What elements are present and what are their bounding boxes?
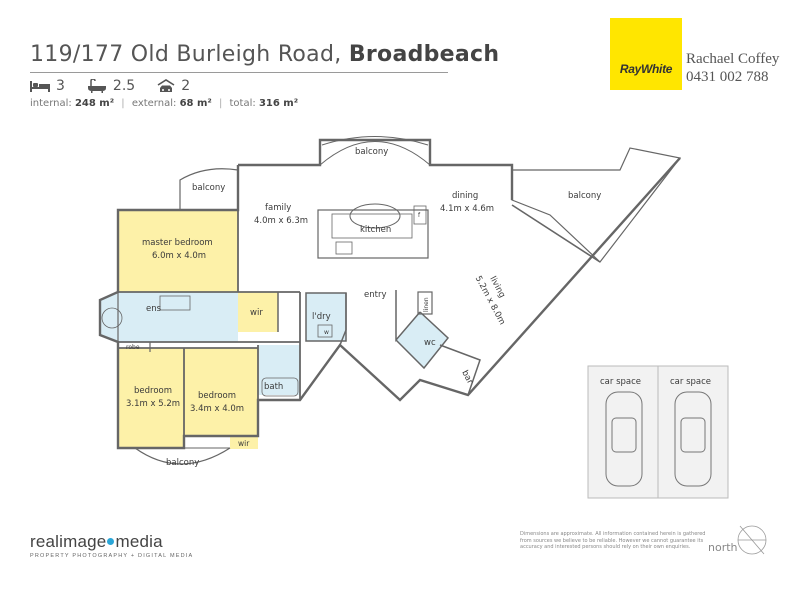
external-value: 68 m² xyxy=(179,98,212,109)
balcony-bottom-label: balcony xyxy=(166,458,199,468)
bar-wall xyxy=(439,344,481,396)
bathrooms-spec: 2.5 xyxy=(87,78,135,94)
ensuite-label: ens xyxy=(146,304,162,314)
property-specs: 3 2.5 2 xyxy=(30,78,190,94)
wc-wall xyxy=(395,311,450,370)
bath-area xyxy=(258,345,300,395)
balcony-top-label: balcony xyxy=(355,147,388,157)
logo-word-media: media xyxy=(115,532,163,551)
balcony-top-rail xyxy=(321,136,429,146)
dining-label: dining xyxy=(452,191,478,201)
agent-name: Rachael Coffey xyxy=(686,51,780,67)
property-address: 119/177 Old Burleigh Road, Broadbeach xyxy=(30,42,499,67)
bedroom3-area xyxy=(184,348,258,436)
north-compass-icon xyxy=(737,525,767,555)
entry-wall xyxy=(339,293,347,346)
wc-area xyxy=(396,312,448,368)
kitchen-label: kitchen xyxy=(360,225,391,235)
family-label: family xyxy=(265,203,291,213)
internal-value: 248 m² xyxy=(74,98,115,109)
area-separator: | xyxy=(121,98,125,109)
realimage-media-logo: realimage media PROPERTY PHOTOGRAPHY + DI… xyxy=(30,532,193,559)
car-space-2-label: car space xyxy=(670,377,711,387)
car-space-1-label: car space xyxy=(600,377,641,387)
balcony-bottom-outline xyxy=(134,447,231,465)
car-icon xyxy=(157,79,175,93)
bedroom3-label: bedroom xyxy=(198,391,236,401)
street-address: 119/177 Old Burleigh Road, xyxy=(30,42,349,67)
laundry-label: l'dry xyxy=(312,312,331,322)
balcony-left-label: balcony xyxy=(192,183,225,193)
car-spaces-count: 2 xyxy=(181,78,191,94)
area-separator: | xyxy=(218,98,223,109)
bed-icon xyxy=(30,80,50,92)
ensuite-vanity xyxy=(159,295,191,311)
master-bedroom-area xyxy=(118,210,238,292)
balcony-right-label: balcony xyxy=(568,191,601,201)
bath-label: bath xyxy=(264,382,283,392)
bedrooms-spec: 3 xyxy=(30,78,65,94)
internal-label: internal: xyxy=(30,98,72,109)
car-outline-icon xyxy=(674,391,712,487)
laundry-area xyxy=(306,293,346,341)
bedroom2-label: bedroom xyxy=(134,386,172,396)
wir-master-area xyxy=(238,292,278,332)
raywhite-brand: RayWhite xyxy=(619,62,673,76)
bathtub xyxy=(261,377,299,397)
agent-phone: 0431 002 788 xyxy=(686,69,769,85)
balcony-left-outline xyxy=(179,168,239,210)
kitchen-cooktop xyxy=(335,241,353,255)
master-bedroom-dims: 6.0m x 4.0m xyxy=(152,251,206,261)
bedroom3-dims: 3.4m x 4.0m xyxy=(190,404,244,414)
bathrooms-count: 2.5 xyxy=(112,78,136,94)
laundry-tub xyxy=(317,324,333,338)
balcony-top-outline xyxy=(319,141,431,166)
balcony-right-outline xyxy=(511,147,682,263)
dining-dims: 4.1m x 4.6m xyxy=(440,204,494,214)
suburb: Broadbeach xyxy=(348,42,500,67)
wc-label: wc xyxy=(424,338,436,348)
kitchen-island-inner xyxy=(331,213,413,239)
bedrooms-count: 3 xyxy=(56,78,65,94)
raywhite-logo: RayWhite xyxy=(610,18,682,90)
agent-contact: Rachael Coffey 0431 002 788 xyxy=(686,50,779,86)
bedroom2-area xyxy=(118,348,184,448)
total-label: total: xyxy=(229,98,256,109)
logo-word-realimage: realimage xyxy=(30,532,107,551)
ensuite-round-fixture xyxy=(101,307,123,329)
entry-label: entry xyxy=(364,290,386,300)
logo-dot-icon xyxy=(107,538,115,546)
kitchen-bench xyxy=(317,209,429,259)
wir-bed3-label: wir xyxy=(238,439,250,448)
fridge-label: f xyxy=(418,212,421,219)
washer-label: w xyxy=(324,329,329,336)
north-label: north xyxy=(708,541,738,554)
fridge-space xyxy=(413,205,427,225)
master-bedroom-label: master bedroom xyxy=(142,238,213,248)
car-outline-icon xyxy=(605,391,643,487)
kitchen-island-round xyxy=(349,203,401,229)
external-label: external: xyxy=(131,98,177,109)
disclaimer-text: Dimensions are approximate. All informat… xyxy=(520,531,706,550)
linen-cupboard xyxy=(417,291,433,315)
title-divider xyxy=(30,72,448,73)
wir-master-label: wir xyxy=(250,308,263,318)
bar-label: bar xyxy=(459,369,475,387)
robe-label: robe xyxy=(126,344,140,351)
ensuite-area xyxy=(118,292,238,342)
area-summary: internal: 248 m² | external: 68 m² | tot… xyxy=(30,98,298,109)
family-dims: 4.0m x 6.3m xyxy=(254,216,308,226)
bath-icon xyxy=(87,79,107,93)
car-spaces-spec: 2 xyxy=(157,78,190,94)
bedroom2-dims: 3.1m x 5.2m xyxy=(126,399,180,409)
linen-label: linen xyxy=(423,297,430,312)
total-value: 316 m² xyxy=(258,98,299,109)
living-glass xyxy=(511,204,601,263)
logo-tagline: PROPERTY PHOTOGRAPHY + DIGITAL MEDIA xyxy=(30,553,194,559)
